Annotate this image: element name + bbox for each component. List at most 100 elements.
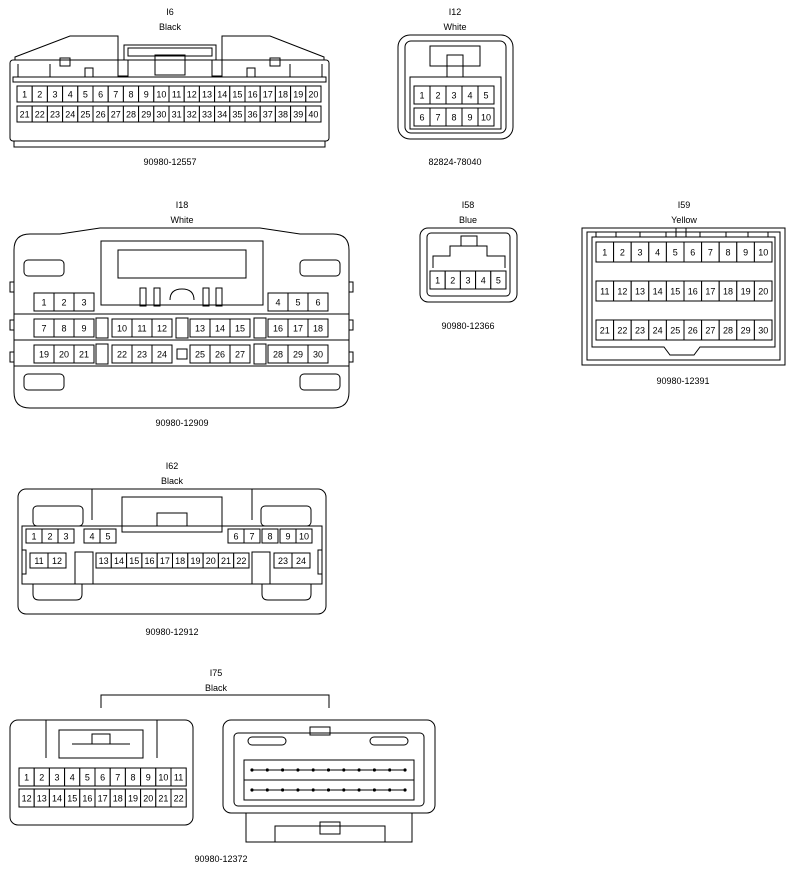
i12-pin-label: 10 bbox=[481, 113, 491, 123]
i18-pin-15 bbox=[229, 318, 251, 338]
i59-pin-label: 29 bbox=[741, 326, 751, 336]
connector-i12-color: White bbox=[443, 22, 467, 32]
i75-pin-label: 7 bbox=[115, 773, 120, 783]
i59-pin-label: 27 bbox=[705, 326, 715, 336]
i58-pin-label: 5 bbox=[496, 276, 501, 286]
i18-pin-3 bbox=[73, 292, 95, 312]
i6-pin-label: 37 bbox=[263, 110, 273, 120]
connector-i18-part-number: 90980-12909 bbox=[155, 418, 209, 428]
i6-pin-label: 26 bbox=[96, 110, 106, 120]
i75-pin-label: 8 bbox=[130, 773, 135, 783]
i58-pin-label: 3 bbox=[465, 276, 470, 286]
i18-pin-30 bbox=[307, 344, 329, 364]
i75-terminal-dot bbox=[357, 788, 361, 792]
i6-pin-label: 15 bbox=[232, 90, 242, 100]
i75-pin-11 bbox=[170, 767, 187, 787]
i75-terminal-dot bbox=[250, 788, 254, 792]
i18-pin-12 bbox=[151, 318, 173, 338]
i6-pin-label: 22 bbox=[35, 110, 45, 120]
connector-i58-color: Blue bbox=[458, 215, 477, 225]
i75-pin-label: 11 bbox=[174, 773, 183, 783]
i12-pin-label: 9 bbox=[467, 113, 472, 123]
i6-pin-label: 29 bbox=[141, 110, 151, 120]
i62-pin-label: 4 bbox=[89, 532, 94, 542]
i59-pin-label: 26 bbox=[688, 326, 698, 336]
i75-terminal-dot bbox=[311, 768, 315, 772]
i62-pin-label: 6 bbox=[233, 532, 238, 542]
i6-pin-label: 17 bbox=[263, 90, 273, 100]
i12-pin-label: 6 bbox=[419, 113, 424, 123]
i6-pin-label: 25 bbox=[80, 110, 90, 120]
i62-pin-label: 24 bbox=[296, 556, 306, 566]
i75-terminal-dot bbox=[342, 768, 346, 772]
i12-pin-label: 7 bbox=[435, 113, 440, 123]
i75-pin-label: 3 bbox=[54, 773, 59, 783]
i18-pin-label: 13 bbox=[195, 324, 205, 334]
i6-pin-label: 4 bbox=[68, 90, 73, 100]
i62-pin-7 bbox=[243, 528, 261, 544]
i75-pin-label: 19 bbox=[128, 794, 138, 804]
i6-pin-label: 27 bbox=[111, 110, 121, 120]
i18-pin-label: 20 bbox=[59, 350, 69, 360]
i62-pin-label: 12 bbox=[52, 556, 62, 566]
i59-pin-label: 23 bbox=[635, 326, 645, 336]
i18-pin-label: 6 bbox=[315, 298, 320, 308]
i62-pin-label: 14 bbox=[114, 556, 124, 566]
i75-terminal-dot bbox=[281, 768, 285, 772]
i6-pin-20 bbox=[305, 85, 322, 103]
i6-pin-label: 18 bbox=[278, 90, 288, 100]
i62-pin-12 bbox=[47, 552, 67, 569]
connector-i6-color: Black bbox=[158, 22, 181, 32]
i18-pin-label: 14 bbox=[215, 324, 225, 334]
i6-pin-label: 13 bbox=[202, 90, 212, 100]
i59-pin-label: 18 bbox=[723, 287, 733, 297]
i6-pin-label: 1 bbox=[22, 90, 27, 100]
i6-pin-label: 12 bbox=[187, 90, 197, 100]
i18-pin-label: 8 bbox=[61, 324, 66, 334]
i18-pin-label: 15 bbox=[235, 324, 245, 334]
i18-pin-label: 25 bbox=[195, 350, 205, 360]
i18-pin-label: 24 bbox=[157, 350, 167, 360]
connector-i12-id: I12 bbox=[448, 7, 462, 17]
i75-terminal-dot bbox=[281, 788, 285, 792]
i18-pin-label: 12 bbox=[157, 324, 167, 334]
i18-pin-label: 18 bbox=[313, 324, 323, 334]
i6-pin-40 bbox=[305, 105, 322, 123]
i75-pin-label: 14 bbox=[52, 794, 62, 804]
i75-pin-label: 15 bbox=[67, 794, 77, 804]
i75-terminal-dot bbox=[265, 788, 269, 792]
i18-pin-label: 26 bbox=[215, 350, 225, 360]
i59-pin-label: 8 bbox=[725, 248, 730, 258]
i75-terminal-dot bbox=[326, 788, 331, 792]
i59-pin-label: 25 bbox=[670, 326, 680, 336]
i59-pin-label: 16 bbox=[688, 287, 698, 297]
i75-pin-label: 22 bbox=[174, 794, 184, 804]
i18-pin-label: 22 bbox=[117, 350, 127, 360]
i12-pin-label: 5 bbox=[483, 91, 488, 101]
i75-pin-label: 20 bbox=[143, 794, 153, 804]
i75-pin-label: 9 bbox=[146, 773, 151, 783]
i18-pin-24 bbox=[151, 344, 173, 364]
i75-pin-22 bbox=[170, 788, 187, 808]
i6-pin-label: 7 bbox=[113, 90, 118, 100]
i6-pin-label: 11 bbox=[172, 90, 181, 100]
i59-pin-label: 4 bbox=[655, 248, 660, 258]
i18-pin-18 bbox=[307, 318, 329, 338]
i62-pin-label: 20 bbox=[206, 556, 216, 566]
i6-pin-label: 31 bbox=[172, 110, 182, 120]
i18-pin-label: 29 bbox=[293, 350, 303, 360]
i12-pin-label: 1 bbox=[419, 91, 424, 101]
i18-pin-6 bbox=[307, 292, 329, 312]
i59-pin-label: 12 bbox=[617, 287, 627, 297]
i6-pin-label: 28 bbox=[126, 110, 136, 120]
i62-pin-label: 9 bbox=[285, 532, 290, 542]
i6-pin-label: 8 bbox=[128, 90, 133, 100]
i18-pin-label: 1 bbox=[41, 298, 46, 308]
i18-pin-label: 10 bbox=[117, 324, 127, 334]
i75-pin-label: 2 bbox=[39, 773, 44, 783]
i59-pin-label: 22 bbox=[617, 326, 627, 336]
